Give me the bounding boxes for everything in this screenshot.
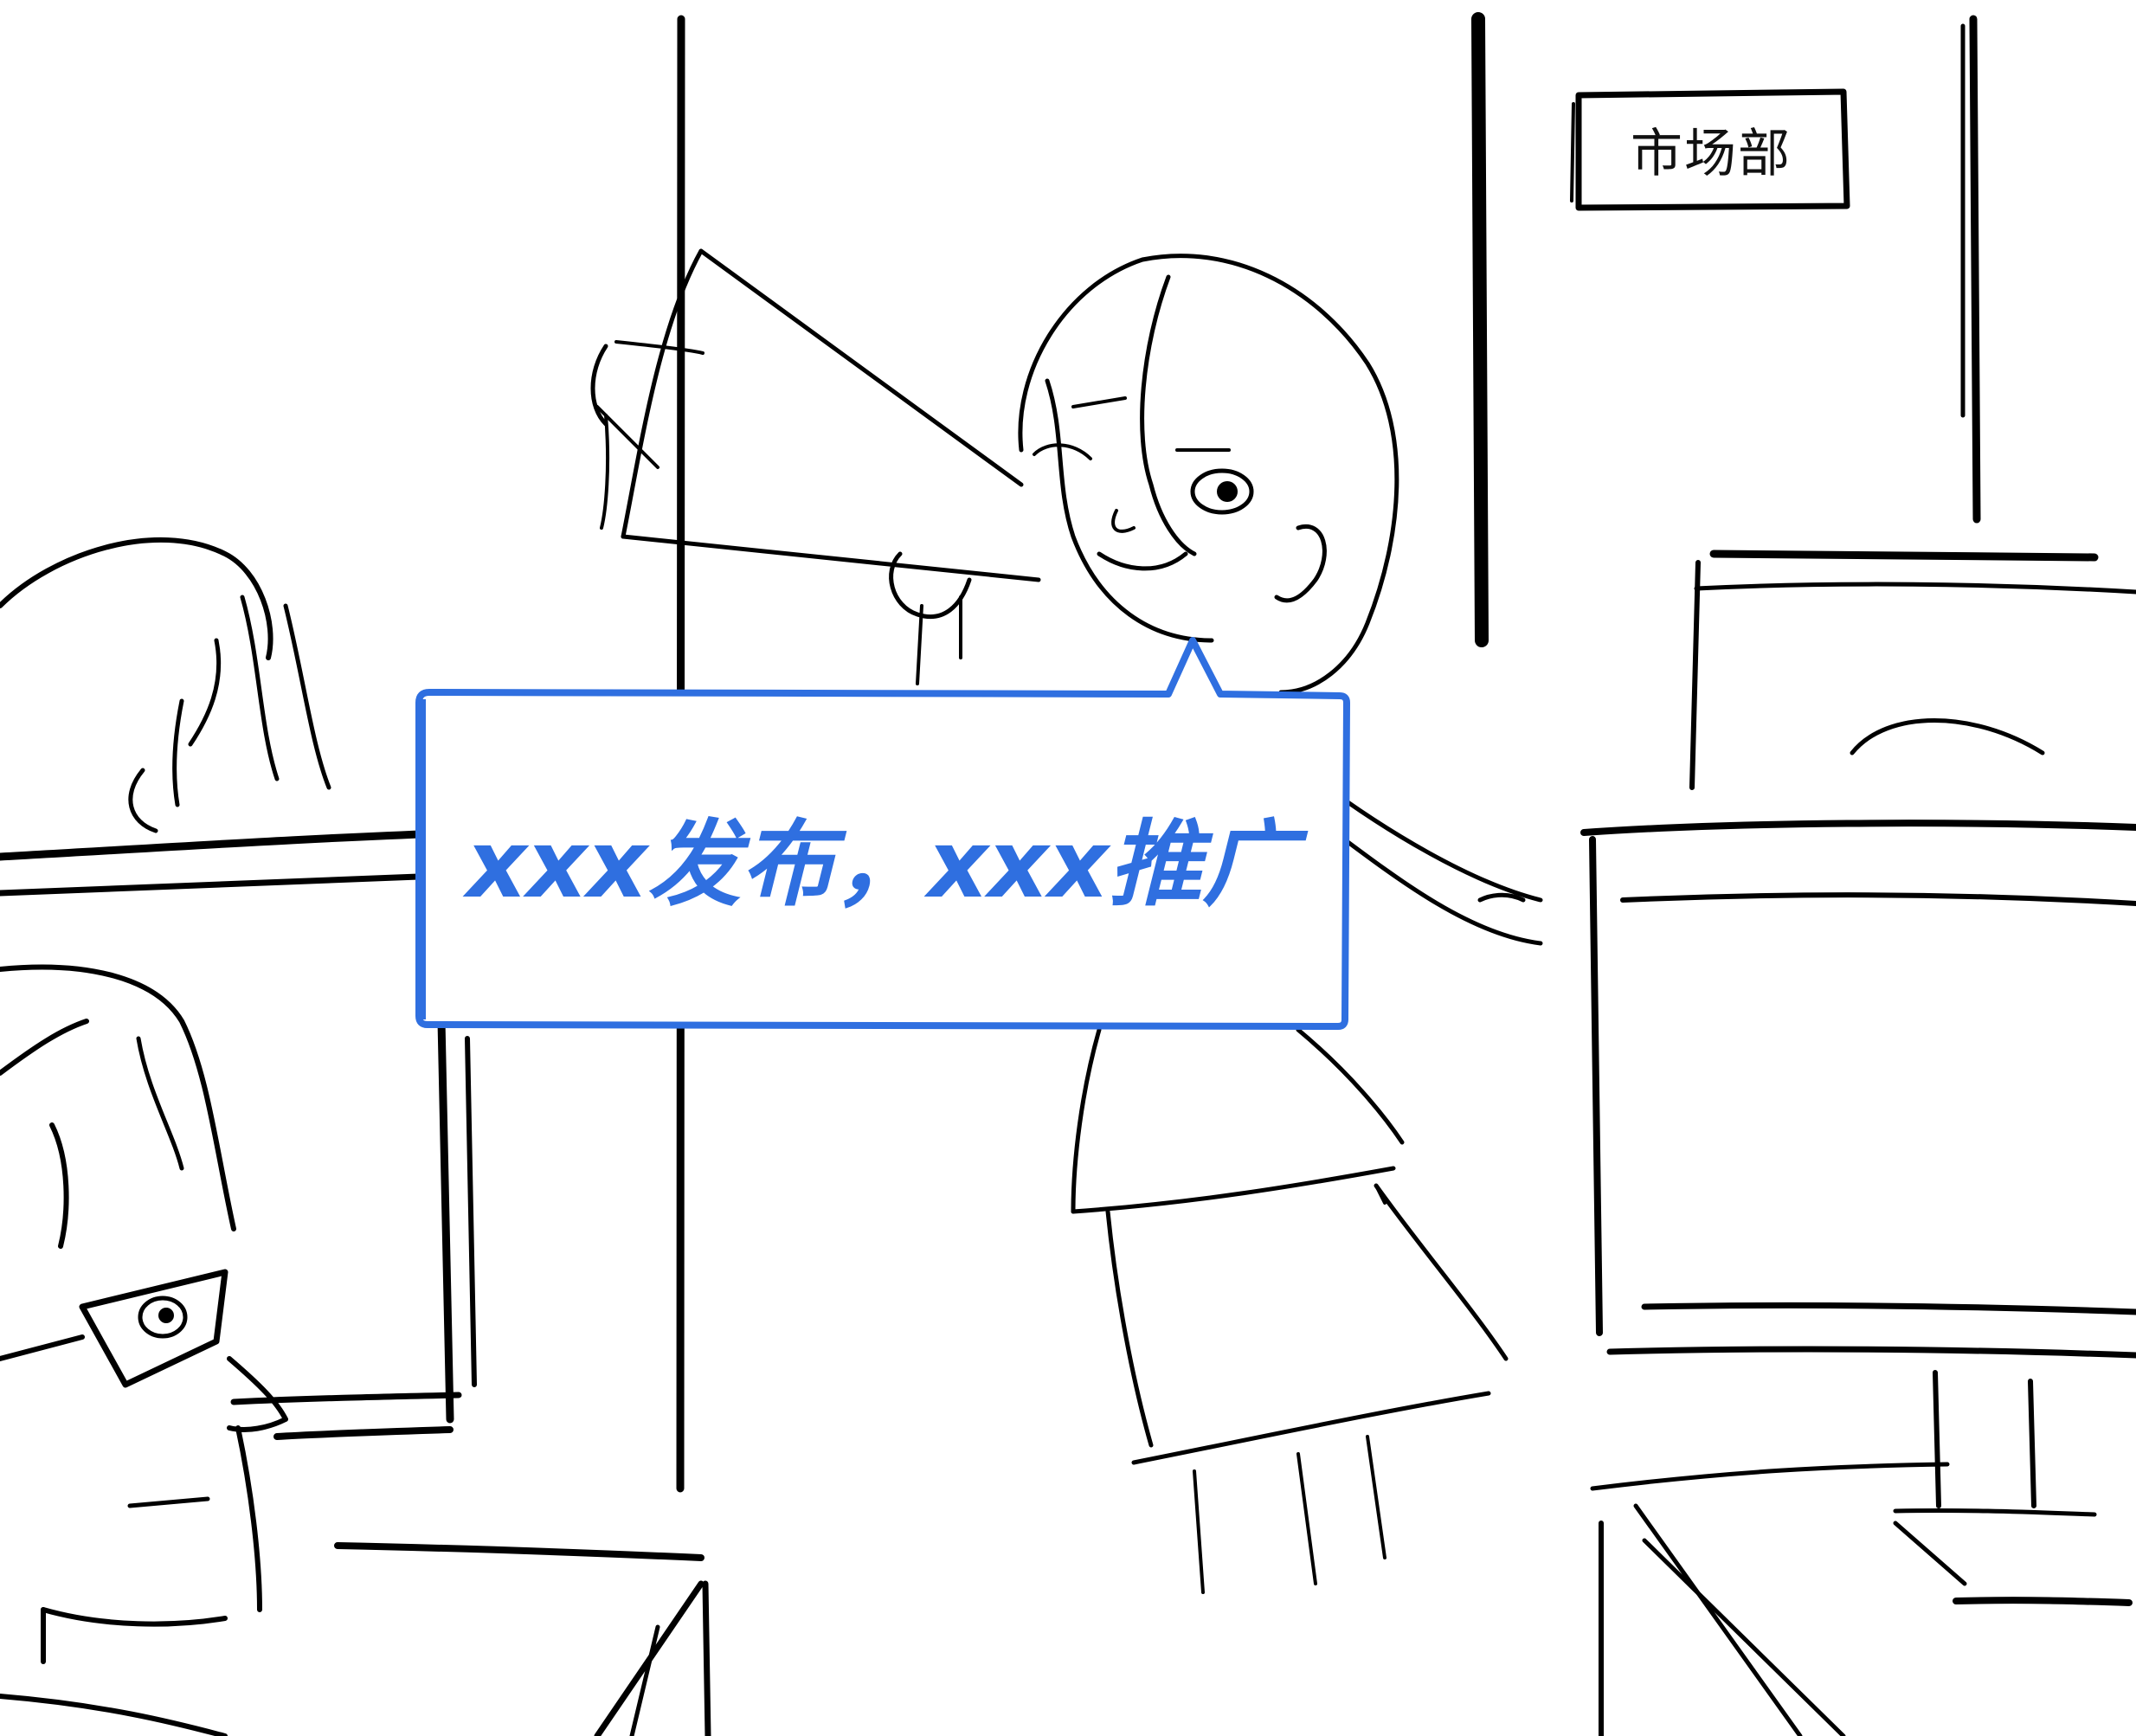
department-sign-label: 市场部 — [1631, 123, 1792, 184]
speech-bubble — [415, 637, 1350, 1030]
department-sign — [1570, 88, 1850, 211]
left-partition — [0, 828, 711, 1736]
woman-character — [889, 254, 1543, 1594]
megaphone — [590, 248, 1041, 582]
seated-person-back — [0, 537, 331, 833]
right-monitors — [1477, 550, 2136, 1736]
person-with-glasses — [0, 964, 288, 1736]
speech-bubble-text: xxx发布，xxx推广 — [466, 811, 1296, 919]
